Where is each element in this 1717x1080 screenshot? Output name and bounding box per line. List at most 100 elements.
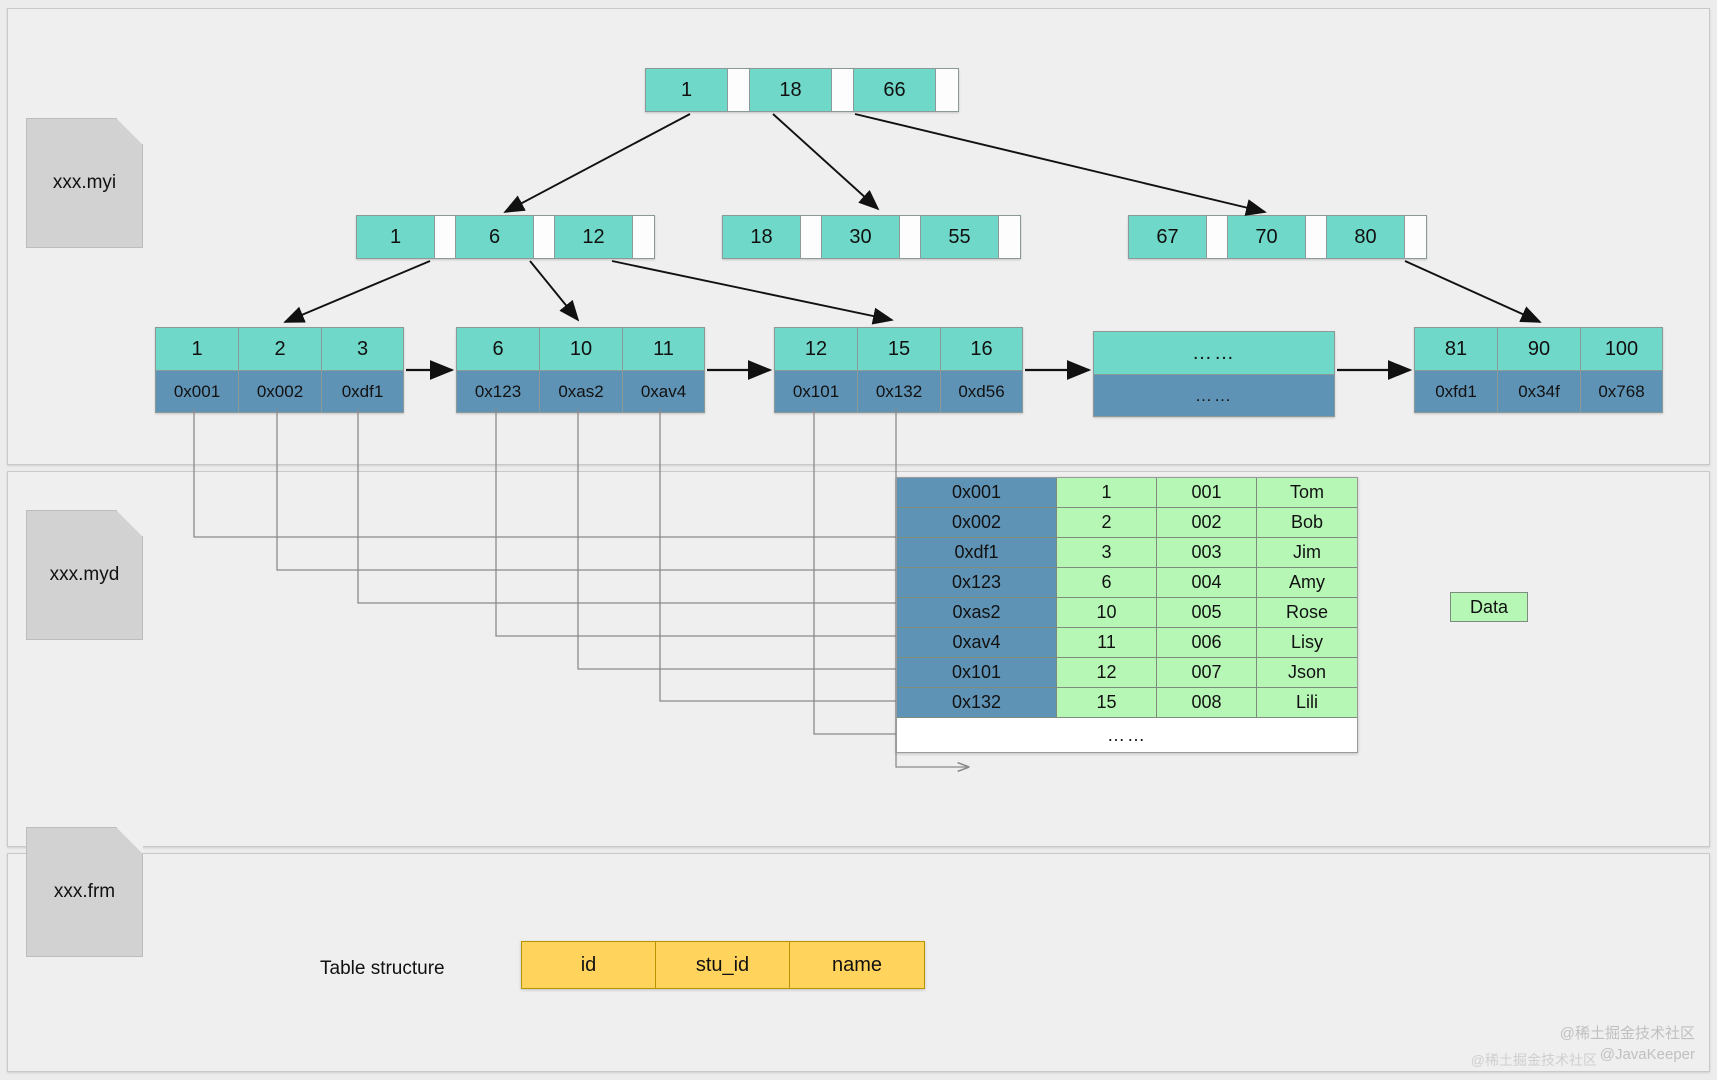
btree-pointer-cell [999, 216, 1020, 258]
leaf-key-row: …… [1094, 332, 1334, 375]
table-structure-caption: Table structure [320, 958, 445, 979]
row-address: 0xdf1 [897, 538, 1057, 568]
row-stu-id: 007 [1157, 658, 1257, 688]
page-fold-icon [116, 827, 143, 854]
row-address: 0x002 [897, 508, 1057, 538]
btree-pointer-cell [435, 216, 456, 258]
leaf-key-cell: 81 [1415, 328, 1498, 370]
file-icon-myi: xxx.myi [26, 118, 143, 248]
table-row: 0x002 2 002 Bob [897, 508, 1357, 538]
row-name: Lili [1257, 688, 1357, 718]
leaf-address-cell: 0xav4 [623, 371, 704, 412]
btree-key-cell: 6 [456, 216, 534, 258]
table-row: 0x001 1 001 Tom [897, 478, 1357, 508]
table-structure-columns: id stu_id name [521, 941, 925, 989]
leaf-key-row: 81 90 100 [1415, 328, 1662, 371]
leaf-address-row: 0x101 0x132 0xd56 [775, 371, 1022, 412]
btree-pointer-cell [801, 216, 822, 258]
data-legend-label: Data [1469, 596, 1509, 617]
btree-key-cell: 55 [921, 216, 999, 258]
watermark-author: @JavaKeeper [1599, 1046, 1695, 1063]
leaf-key-cell: 6 [457, 328, 540, 370]
btree-internal-node-middle: 18 30 55 [722, 215, 1021, 259]
row-id: 12 [1057, 658, 1157, 688]
btree-leaf-node: 81 90 100 0xfd1 0x34f 0x768 [1414, 327, 1663, 413]
leaf-address-cell: …… [1094, 375, 1334, 416]
btree-pointer-cell [936, 69, 958, 111]
leaf-key-cell: 11 [623, 328, 704, 370]
leaf-address-cell: 0xdf1 [322, 371, 403, 412]
file-icon-myd-label: xxx.myd [49, 564, 120, 585]
leaf-key-cell: 12 [775, 328, 858, 370]
leaf-address-cell: 0x101 [775, 371, 858, 412]
btree-pointer-cell [633, 216, 654, 258]
btree-key-cell: 18 [723, 216, 801, 258]
btree-pointer-cell [1207, 216, 1228, 258]
data-records-table: 0x001 1 001 Tom 0x002 2 002 Bob 0xdf1 3 … [896, 477, 1358, 753]
column-header-id: id [522, 942, 656, 988]
leaf-address-row: …… [1094, 375, 1334, 416]
row-stu-id: 003 [1157, 538, 1257, 568]
leaf-key-cell: 100 [1581, 328, 1662, 370]
leaf-key-cell: 2 [239, 328, 322, 370]
btree-pointer-cell [832, 69, 854, 111]
row-id: 2 [1057, 508, 1157, 538]
row-address: 0xav4 [897, 628, 1057, 658]
page-fold-icon [116, 510, 143, 537]
leaf-address-cell: 0x001 [156, 371, 239, 412]
leaf-address-cell: 0xfd1 [1415, 371, 1498, 412]
table-row: 0x123 6 004 Amy [897, 568, 1357, 598]
leaf-key-row: 1 2 3 [156, 328, 403, 371]
section-data-file [7, 471, 1710, 847]
row-stu-id: 005 [1157, 598, 1257, 628]
table-row: 0x132 15 008 Lili [897, 688, 1357, 718]
leaf-address-cell: 0x123 [457, 371, 540, 412]
btree-pointer-cell [1306, 216, 1327, 258]
page-fold-icon [116, 118, 143, 145]
row-id: 6 [1057, 568, 1157, 598]
file-icon-myi-label: xxx.myi [52, 172, 117, 193]
row-stu-id: 004 [1157, 568, 1257, 598]
btree-key-cell: 1 [646, 69, 728, 111]
leaf-key-row: 12 15 16 [775, 328, 1022, 371]
table-row: 0x101 12 007 Json [897, 658, 1357, 688]
btree-key-cell: 12 [555, 216, 633, 258]
leaf-address-cell: 0x132 [858, 371, 941, 412]
leaf-address-cell: 0x34f [1498, 371, 1581, 412]
table-row-ellipsis: …… [897, 718, 1357, 752]
btree-leaf-node: 1 2 3 0x001 0x002 0xdf1 [155, 327, 404, 413]
leaf-address-cell: 0xd56 [941, 371, 1022, 412]
btree-root-node: 1 18 66 [645, 68, 959, 112]
table-row: 0xav4 11 006 Lisy [897, 628, 1357, 658]
watermark-community: @稀土掘金技术社区 [1559, 1025, 1695, 1042]
row-id: 10 [1057, 598, 1157, 628]
btree-leaf-node: 12 15 16 0x101 0x132 0xd56 [774, 327, 1023, 413]
row-name: Lisy [1257, 628, 1357, 658]
row-stu-id: 006 [1157, 628, 1257, 658]
row-address: 0x001 [897, 478, 1057, 508]
row-name: Bob [1257, 508, 1357, 538]
btree-pointer-cell [1405, 216, 1426, 258]
leaf-key-row: 6 10 11 [457, 328, 704, 371]
column-header-stu-id: stu_id [656, 942, 790, 988]
row-name: Json [1257, 658, 1357, 688]
leaf-key-cell: 1 [156, 328, 239, 370]
row-id: 3 [1057, 538, 1157, 568]
btree-leaf-node: 6 10 11 0x123 0xas2 0xav4 [456, 327, 705, 413]
btree-key-cell: 30 [822, 216, 900, 258]
watermark-community-faint: @稀土掘金技术社区 [1470, 1052, 1597, 1068]
row-id: 11 [1057, 628, 1157, 658]
leaf-address-row: 0x123 0xas2 0xav4 [457, 371, 704, 412]
leaf-address-cell: 0x768 [1581, 371, 1662, 412]
row-address: 0x132 [897, 688, 1057, 718]
row-id: 1 [1057, 478, 1157, 508]
row-address: 0x101 [897, 658, 1057, 688]
row-stu-id: 008 [1157, 688, 1257, 718]
table-row: 0xdf1 3 003 Jim [897, 538, 1357, 568]
row-address: 0xas2 [897, 598, 1057, 628]
leaf-key-cell: 90 [1498, 328, 1581, 370]
table-row: 0xas2 10 005 Rose [897, 598, 1357, 628]
row-name: Jim [1257, 538, 1357, 568]
file-icon-frm: xxx.frm [26, 827, 143, 957]
leaf-address-row: 0x001 0x002 0xdf1 [156, 371, 403, 412]
